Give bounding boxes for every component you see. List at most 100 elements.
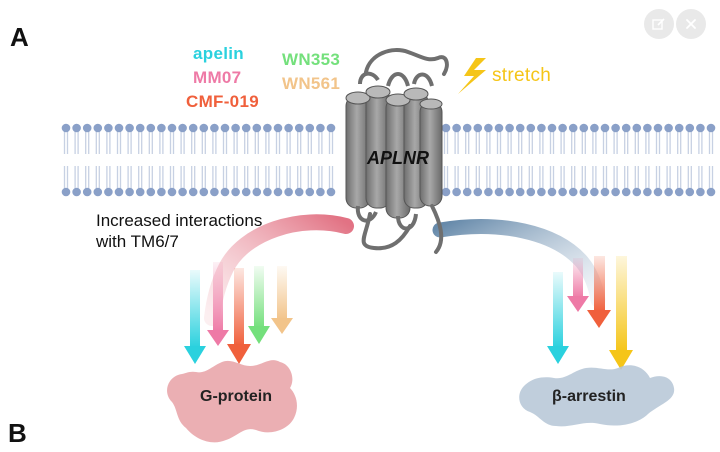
lightning-bolt-icon bbox=[458, 58, 486, 94]
lipid-head bbox=[294, 123, 304, 133]
lipid-head bbox=[178, 187, 187, 197]
lipid-head bbox=[72, 187, 81, 197]
lipid-head bbox=[104, 123, 113, 133]
ligand-cmf019: CMF-019 bbox=[186, 92, 259, 111]
ligand-wn561: WN561 bbox=[282, 74, 341, 93]
lipid-head bbox=[685, 187, 695, 197]
lipid-head bbox=[135, 187, 145, 197]
ligand-wn353: WN353 bbox=[282, 50, 341, 69]
lipid-head bbox=[252, 187, 262, 197]
lipid-head bbox=[579, 123, 589, 133]
lipid-head bbox=[273, 187, 283, 197]
lipid-head bbox=[621, 187, 631, 197]
lipid-head bbox=[547, 187, 557, 197]
lipid-head bbox=[462, 187, 472, 197]
lipid-head bbox=[93, 187, 103, 197]
lipid-head bbox=[484, 187, 493, 197]
lipid-head bbox=[515, 187, 525, 197]
lipid-head bbox=[515, 123, 525, 133]
lipid-head bbox=[157, 187, 166, 197]
lipid-head bbox=[643, 187, 652, 197]
stimulus-stretch: stretch bbox=[492, 65, 552, 86]
lipid-head bbox=[146, 123, 156, 133]
lipid-head bbox=[114, 187, 124, 197]
lipid-head bbox=[305, 123, 315, 133]
lipid-head bbox=[696, 187, 705, 197]
lipid-head bbox=[210, 123, 219, 133]
edit-image-icon bbox=[652, 18, 665, 30]
lipid-head bbox=[167, 123, 177, 133]
arrestin-arrows bbox=[547, 256, 633, 370]
lipid-head bbox=[526, 123, 536, 133]
lipid-head bbox=[263, 187, 272, 197]
lipid-head bbox=[505, 187, 514, 197]
lipid-head bbox=[167, 187, 177, 197]
lipid-head bbox=[93, 123, 103, 133]
lipid-head bbox=[558, 187, 567, 197]
g-protein-arrows bbox=[184, 262, 293, 364]
lipid-head bbox=[537, 187, 546, 197]
tm67-note-line1: Increased interactions bbox=[96, 211, 263, 230]
lipid-head bbox=[621, 123, 631, 133]
lipid-head bbox=[135, 123, 145, 133]
lipid-head bbox=[326, 187, 336, 197]
lipid-head bbox=[674, 123, 684, 133]
close-icon bbox=[686, 19, 696, 29]
lipid-head bbox=[706, 123, 716, 133]
lipid-head bbox=[263, 123, 272, 133]
lipid-head bbox=[61, 123, 71, 133]
close-button[interactable] bbox=[676, 9, 706, 39]
lipid-head bbox=[210, 187, 219, 197]
lipid-head bbox=[146, 187, 156, 197]
lipid-head bbox=[316, 187, 325, 197]
lipid-head bbox=[547, 123, 557, 133]
tm67-note-line2: with TM6/7 bbox=[96, 232, 179, 251]
lipid-head bbox=[220, 123, 230, 133]
lipid-head bbox=[484, 123, 493, 133]
lipid-head bbox=[452, 123, 461, 133]
lipid-head bbox=[696, 123, 705, 133]
lipid-head bbox=[178, 123, 187, 133]
tm67-note: Increased interactions with TM6/7 bbox=[96, 210, 262, 252]
lipid-head bbox=[441, 123, 451, 133]
lipid-head bbox=[199, 123, 209, 133]
lipid-head bbox=[82, 187, 92, 197]
lipid-head bbox=[632, 187, 642, 197]
lipid-head bbox=[188, 123, 198, 133]
lipid-head bbox=[600, 123, 610, 133]
lipid-head bbox=[611, 123, 620, 133]
lipid-head bbox=[326, 123, 336, 133]
lipid-head bbox=[643, 123, 652, 133]
lipid-head bbox=[611, 187, 620, 197]
edit-image-button[interactable] bbox=[644, 9, 674, 39]
lipid-bilayer bbox=[61, 123, 716, 197]
g-protein-label: G-protein bbox=[200, 388, 272, 405]
aplnr-receptor bbox=[345, 48, 449, 254]
lipid-head bbox=[579, 187, 589, 197]
lipid-head bbox=[568, 187, 578, 197]
arrestin-shape bbox=[519, 365, 675, 427]
receptor-label: APLNR bbox=[367, 148, 429, 168]
lipid-head bbox=[294, 187, 304, 197]
g-protein-shape bbox=[167, 360, 297, 443]
lipid-head bbox=[537, 123, 546, 133]
lipid-head bbox=[104, 187, 113, 197]
lipid-head bbox=[664, 123, 673, 133]
lipid-head bbox=[441, 187, 451, 197]
lipid-head bbox=[473, 187, 483, 197]
lipid-head bbox=[600, 187, 610, 197]
lipid-head bbox=[220, 187, 230, 197]
lipid-head bbox=[241, 123, 251, 133]
lipid-head bbox=[505, 123, 514, 133]
panel-label-b: B bbox=[8, 418, 27, 448]
lipid-head bbox=[188, 187, 198, 197]
lipid-head bbox=[316, 123, 325, 133]
lipid-head bbox=[558, 123, 567, 133]
lipid-head bbox=[462, 123, 472, 133]
lipid-head bbox=[125, 187, 134, 197]
lipid-head bbox=[252, 123, 262, 133]
lipid-head bbox=[231, 187, 240, 197]
lipid-head bbox=[305, 187, 315, 197]
lipid-head bbox=[653, 123, 663, 133]
